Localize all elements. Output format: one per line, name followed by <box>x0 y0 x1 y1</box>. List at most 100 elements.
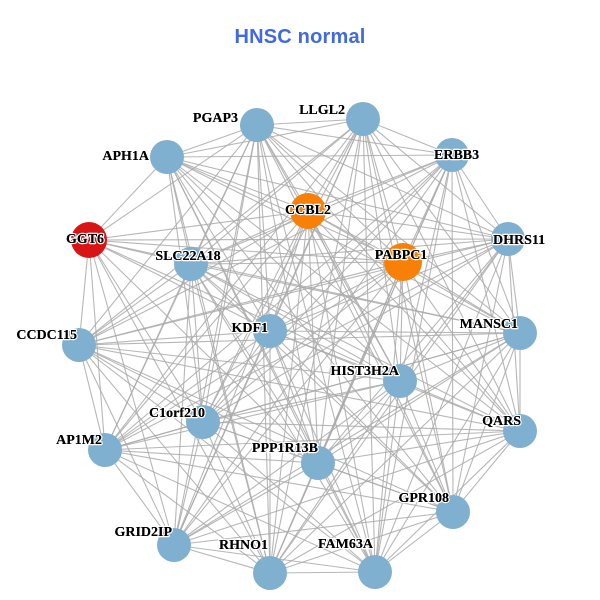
node-label-halo: HIST3H2A <box>331 364 400 379</box>
node-circle[interactable] <box>503 414 537 448</box>
network-edge <box>166 156 376 573</box>
network-edge <box>88 239 271 332</box>
node-circle[interactable] <box>157 528 191 562</box>
node-circle[interactable] <box>150 140 184 174</box>
network-edge <box>78 344 376 573</box>
node-circle[interactable] <box>503 316 537 350</box>
page-title: HNSC normal <box>234 26 366 48</box>
network-edge <box>88 239 271 574</box>
node-label-halo: PPP1R13B <box>252 441 318 456</box>
network-edge <box>452 332 521 513</box>
network-edge <box>78 154 453 346</box>
node-circle[interactable] <box>491 222 525 256</box>
node-label-halo: ERBB3 <box>434 148 479 163</box>
network-edge <box>452 238 509 513</box>
node-label-halo: DHRS11 <box>493 233 545 248</box>
node-circle[interactable] <box>346 102 380 136</box>
node-label: DHRS11 <box>493 233 545 248</box>
node-label-halo: SLC22A18 <box>155 249 220 264</box>
network-edge <box>269 380 401 574</box>
network-edge <box>374 380 401 573</box>
network-edge <box>317 462 376 573</box>
node-circle[interactable] <box>435 138 469 172</box>
network-edge <box>166 156 309 212</box>
network-edge <box>399 380 454 513</box>
network-edge <box>317 430 521 464</box>
node-label-halo: CCDC115 <box>16 328 77 343</box>
network-edge <box>190 263 319 464</box>
network-edge <box>307 210 509 240</box>
network-edge <box>88 156 168 241</box>
node-circle[interactable] <box>384 243 422 281</box>
network-edge <box>307 210 521 432</box>
node-circle[interactable] <box>71 222 107 258</box>
network-edge <box>269 210 309 574</box>
node-label: HIST3H2A <box>331 364 400 379</box>
node-label: AP1M2 <box>56 433 102 448</box>
network-edge <box>88 210 309 241</box>
network-edge <box>269 462 319 574</box>
network-edge <box>399 380 521 432</box>
node-circle[interactable] <box>186 405 220 439</box>
network-edge <box>166 156 521 432</box>
node-label: GRID2IP <box>114 525 172 540</box>
node-circle[interactable] <box>383 364 417 398</box>
node-circle[interactable] <box>88 433 122 467</box>
node-label-halo: RHNO1 <box>219 538 268 553</box>
network-edge <box>402 261 521 334</box>
network-edge <box>307 154 453 212</box>
node-label: GGT6 <box>66 232 104 247</box>
node-circle[interactable] <box>358 555 392 589</box>
node-circle[interactable] <box>62 328 96 362</box>
node-label-halo: PABPC1 <box>375 248 428 263</box>
node-label-halo: GPR108 <box>398 491 449 506</box>
network-edge <box>399 261 404 382</box>
network-edge <box>317 380 401 464</box>
node-label-halo: FAM63A <box>318 537 374 552</box>
node-label-halo: LLGL2 <box>299 103 345 118</box>
network-edge <box>104 449 454 513</box>
node-circle[interactable] <box>301 446 335 480</box>
node-circle[interactable] <box>240 108 274 142</box>
node-circle[interactable] <box>290 193 326 229</box>
network-edge <box>269 210 309 332</box>
network-edge <box>452 430 521 513</box>
node-circle[interactable] <box>436 495 470 529</box>
node-label-halo: C1orf210 <box>149 406 205 421</box>
node-label: QARS <box>482 414 521 429</box>
node-circle[interactable] <box>253 556 287 590</box>
network-edge <box>88 239 401 382</box>
node-circle[interactable] <box>253 314 287 348</box>
network-edge <box>88 239 404 263</box>
network-edge <box>78 344 521 432</box>
node-circle[interactable] <box>174 247 208 281</box>
network-edge <box>173 263 192 546</box>
network-edge <box>173 380 401 546</box>
network-edge <box>362 118 521 334</box>
node-label-halo: AP1M2 <box>56 433 102 448</box>
